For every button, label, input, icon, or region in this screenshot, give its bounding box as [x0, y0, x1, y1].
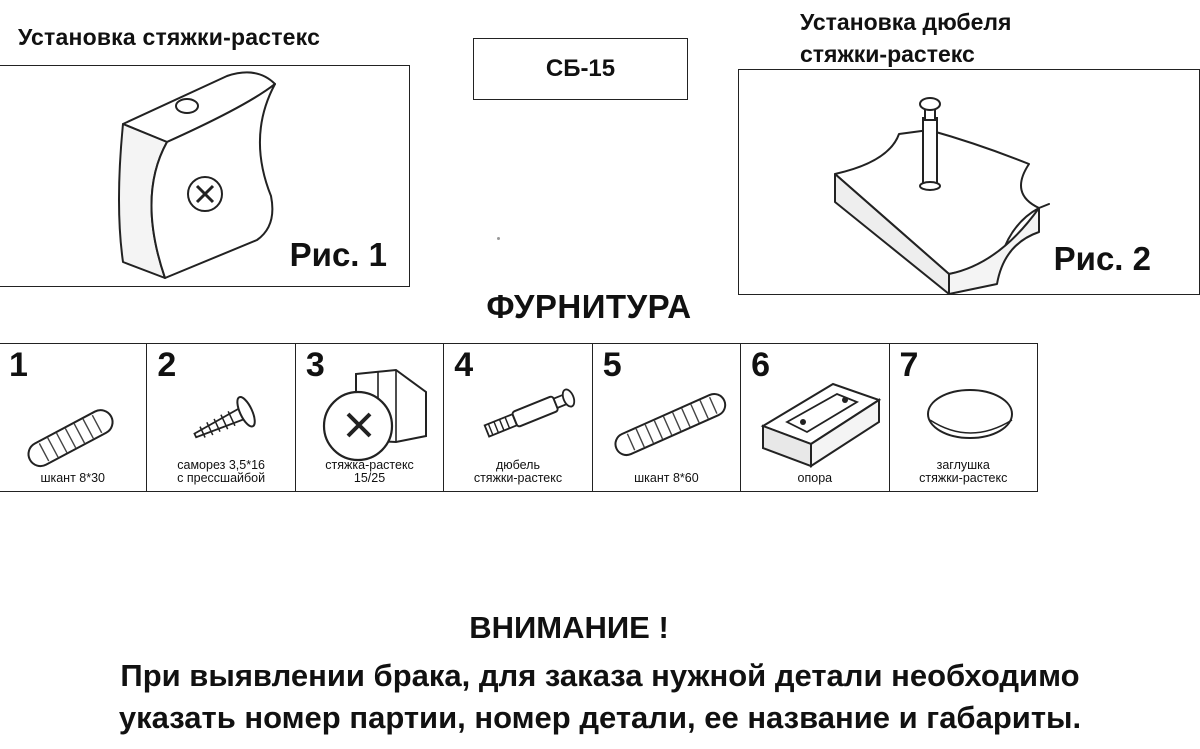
- warning-text: При выявлении брака, для заказа нужной д…: [0, 655, 1200, 739]
- scan-dot: [497, 237, 500, 240]
- right-figure-title-line1: Установка дюбеля: [800, 9, 1012, 35]
- warning-title: ВНИМАНИЕ !: [0, 610, 1200, 646]
- hardware-title-text: ФУРНИТУРА: [486, 288, 692, 325]
- hardware-item-label-line1: саморез 3,5*16: [177, 458, 265, 472]
- wooden-dowel-icon: [27, 409, 114, 468]
- warning-title-text: ВНИМАНИЕ !: [469, 610, 669, 645]
- warning-text-line2: указать номер партии, номер детали, ее н…: [118, 700, 1082, 735]
- model-code-box: СБ-15: [473, 38, 688, 100]
- furniture-support-icon: [760, 382, 882, 468]
- hardware-item-label-line1: стяжка-растекс: [325, 458, 414, 472]
- hardware-item-label-line2: стяжки-растекс: [473, 471, 563, 485]
- warning-text-line1: При выявлении брака, для заказа нужной д…: [120, 658, 1080, 693]
- hardware-item-label-line2: с прессшайбой: [177, 471, 266, 485]
- model-code: СБ-15: [545, 55, 616, 82]
- figure-2-label: Рис. 2: [1053, 240, 1151, 277]
- hardware-item-support: 6 опора: [741, 344, 890, 491]
- hardware-item-number: 3: [305, 346, 325, 384]
- hardware-item-number: 4: [454, 346, 474, 384]
- cam-dowel-installation-illustration: [834, 97, 1050, 295]
- hardware-item-label: шкант 8*30: [0, 472, 146, 485]
- cam-dowel-icon: [483, 388, 576, 438]
- left-figure-title: Установка стяжки-растекс: [18, 24, 321, 50]
- hardware-item-number: 5: [602, 346, 622, 384]
- hardware-item-cam-lock-15-25: 3 стяжка-растекс 15/25: [296, 344, 445, 491]
- hardware-item-number: 6: [751, 346, 771, 384]
- hardware-item-number: 7: [899, 346, 919, 384]
- hardware-section-title: ФУРНИТУРА: [0, 288, 1200, 326]
- figure-2-panel: Рис. 2: [738, 69, 1200, 295]
- hardware-item-label-line2: 15/25: [353, 471, 386, 485]
- long-wooden-dowel-icon: [614, 392, 726, 457]
- hardware-item-label-line2: стяжки-растекс: [919, 471, 1008, 485]
- hardware-item-number: 2: [157, 346, 177, 384]
- hardware-item-label-line1: заглушка: [936, 458, 990, 472]
- hardware-item-dowel-8x30: 1 шкант 8*30: [0, 344, 148, 491]
- screw-icon: [193, 396, 257, 439]
- hardware-item-cap: 7 заглушка стяжки-растекс: [890, 344, 1037, 491]
- cam-lock-installation-illustration: [118, 71, 276, 279]
- right-figure-title-line2: стяжки-растекс: [800, 41, 975, 67]
- hardware-item-dowel-8x60: 5 шкант 8*60: [593, 344, 742, 491]
- hardware-item-label-line1: опора: [797, 471, 833, 485]
- hardware-item-label: опора: [741, 472, 888, 485]
- figure-1-panel: Рис. 1: [0, 65, 410, 287]
- hardware-item-screw-3.5x16: 2 саморез 3,5*16 с прессшайбой: [147, 344, 296, 491]
- hardware-item-label: стяжка-растекс 15/25: [296, 459, 443, 485]
- hardware-item-number: 1: [9, 346, 28, 384]
- hardware-item-label-line1: шкант 8*30: [40, 471, 105, 485]
- hardware-item-label: шкант 8*60: [593, 472, 740, 485]
- figure-1-label: Рис. 1: [289, 236, 387, 273]
- hardware-item-label: саморез 3,5*16 с прессшайбой: [147, 459, 294, 485]
- hardware-item-label-line1: дюбель: [495, 458, 540, 472]
- right-figure-title: Установка дюбеля стяжки-растекс: [800, 6, 1011, 70]
- hardware-item-cam-dowel: 4 дюбель стяжки-растекс: [444, 344, 593, 491]
- cover-cap-icon: [926, 389, 1013, 439]
- cam-lock-icon: [322, 368, 427, 462]
- hardware-item-label: заглушка стяжки-растекс: [890, 459, 1037, 485]
- hardware-item-label: дюбель стяжки-растекс: [444, 459, 591, 485]
- hardware-table: 1 шкант 8*30 2 саморез 3,5*16 с прессшай…: [0, 343, 1038, 492]
- hardware-item-label-line1: шкант 8*60: [634, 471, 699, 485]
